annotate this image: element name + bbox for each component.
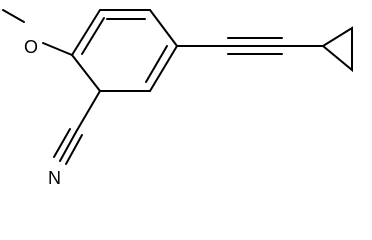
ring-bond-top-right <box>149 9 178 47</box>
ring-bond-left <box>71 54 101 92</box>
nitrile-triple-bond-3 <box>65 134 83 165</box>
ring-bond-top-left <box>71 9 101 56</box>
cyclopropyl-ring <box>321 26 353 73</box>
ring-bond-bottom-right <box>149 45 178 92</box>
nitrile-single-bond <box>75 90 101 133</box>
oxygen-atom-label: O <box>24 37 38 57</box>
methoxy-ring-bond <box>42 42 73 56</box>
nitrile-triple-bond-1 <box>59 131 77 162</box>
nitrogen-atom-label: N <box>48 168 61 188</box>
chemical-structure: O N <box>2 9 353 188</box>
methyl-bond <box>2 9 25 23</box>
ring-inner-bond-left <box>81 17 105 55</box>
ring-inner-bond-right <box>145 45 168 83</box>
nitrile-triple-bond-2 <box>53 128 71 158</box>
